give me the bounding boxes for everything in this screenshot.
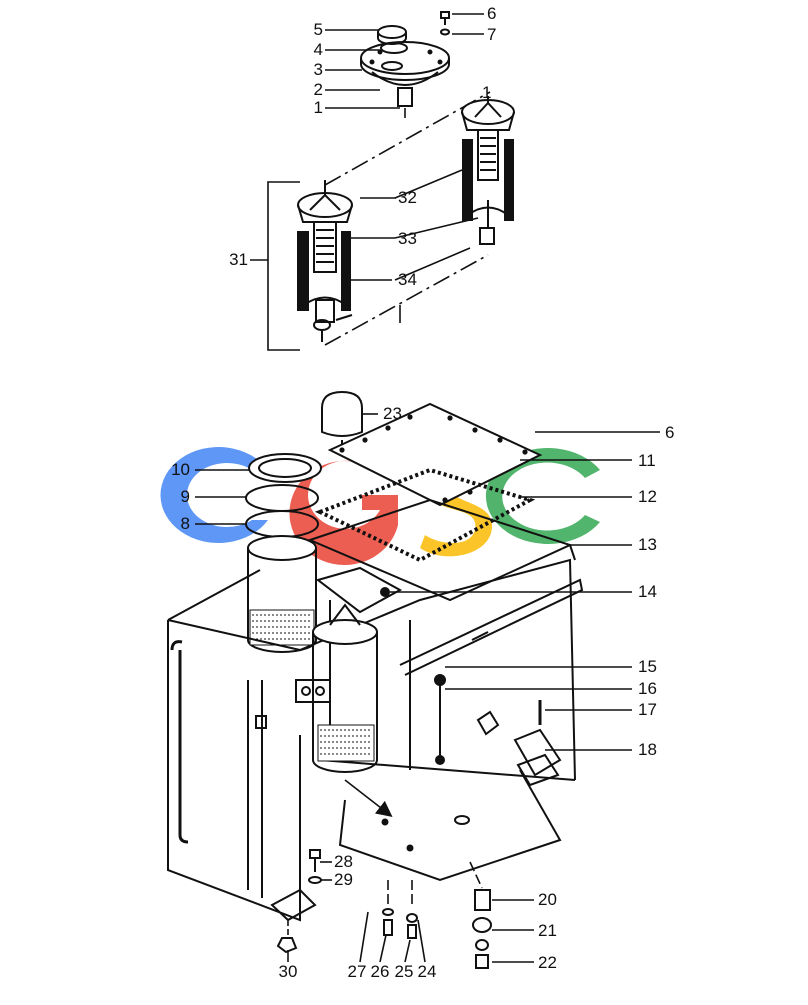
callout-1-right: 1 <box>482 83 492 102</box>
callout-7: 7 <box>487 25 497 44</box>
callout-11: 11 <box>638 451 656 470</box>
callout-25: 25 <box>394 962 414 981</box>
callout-17: 17 <box>638 700 657 719</box>
callout-30: 30 <box>278 962 298 981</box>
callout-5: 5 <box>313 20 323 39</box>
callout-33: 33 <box>398 229 417 248</box>
callout-3: 3 <box>313 60 323 79</box>
bottom-plate <box>338 769 562 882</box>
callout-10: 10 <box>171 460 190 479</box>
filler-cap <box>377 25 407 45</box>
level-gauge <box>434 674 562 787</box>
callout-26: 26 <box>370 962 390 981</box>
callout-4: 4 <box>313 40 323 59</box>
callout-23: 23 <box>383 404 402 423</box>
mounting-foot <box>270 849 322 954</box>
strainer-element-left <box>297 180 353 342</box>
screw-small <box>440 11 450 36</box>
callout-27: 27 <box>347 962 367 981</box>
callout-13: 13 <box>638 535 657 554</box>
callout-14: 14 <box>638 582 657 601</box>
callout-20: 20 <box>538 890 557 909</box>
callout-12: 12 <box>638 487 657 506</box>
callout-31: 31 <box>229 250 248 269</box>
callout-32: 32 <box>398 188 417 207</box>
strainer-element-right <box>461 96 515 245</box>
dashed-assembly-lines <box>324 91 491 346</box>
filter-canister-left <box>247 535 317 653</box>
callout-21: 21 <box>538 921 557 940</box>
callout-1: 1 <box>313 98 323 117</box>
bracket-31 <box>250 181 300 351</box>
callout-24: 24 <box>417 962 437 981</box>
callout-8: 8 <box>180 514 190 533</box>
drain-fittings <box>382 861 492 969</box>
filter-rings <box>245 453 322 538</box>
callout-6-lower: 6 <box>665 423 675 442</box>
callout-2: 2 <box>313 80 323 99</box>
callout-28: 28 <box>334 852 353 871</box>
leader-lines-lower <box>195 413 660 963</box>
leader-lines-upper <box>325 13 484 281</box>
callout-29: 29 <box>334 870 353 889</box>
callout-34: 34 <box>398 270 417 289</box>
filter-canister-center <box>295 603 378 773</box>
callout-16: 16 <box>638 679 657 698</box>
tank-body <box>167 402 584 922</box>
callout-9: 9 <box>180 487 190 506</box>
callout-6-top: 6 <box>487 4 497 23</box>
callout-15: 15 <box>638 657 657 676</box>
callout-22: 22 <box>538 953 557 972</box>
callout-18: 18 <box>638 740 657 759</box>
